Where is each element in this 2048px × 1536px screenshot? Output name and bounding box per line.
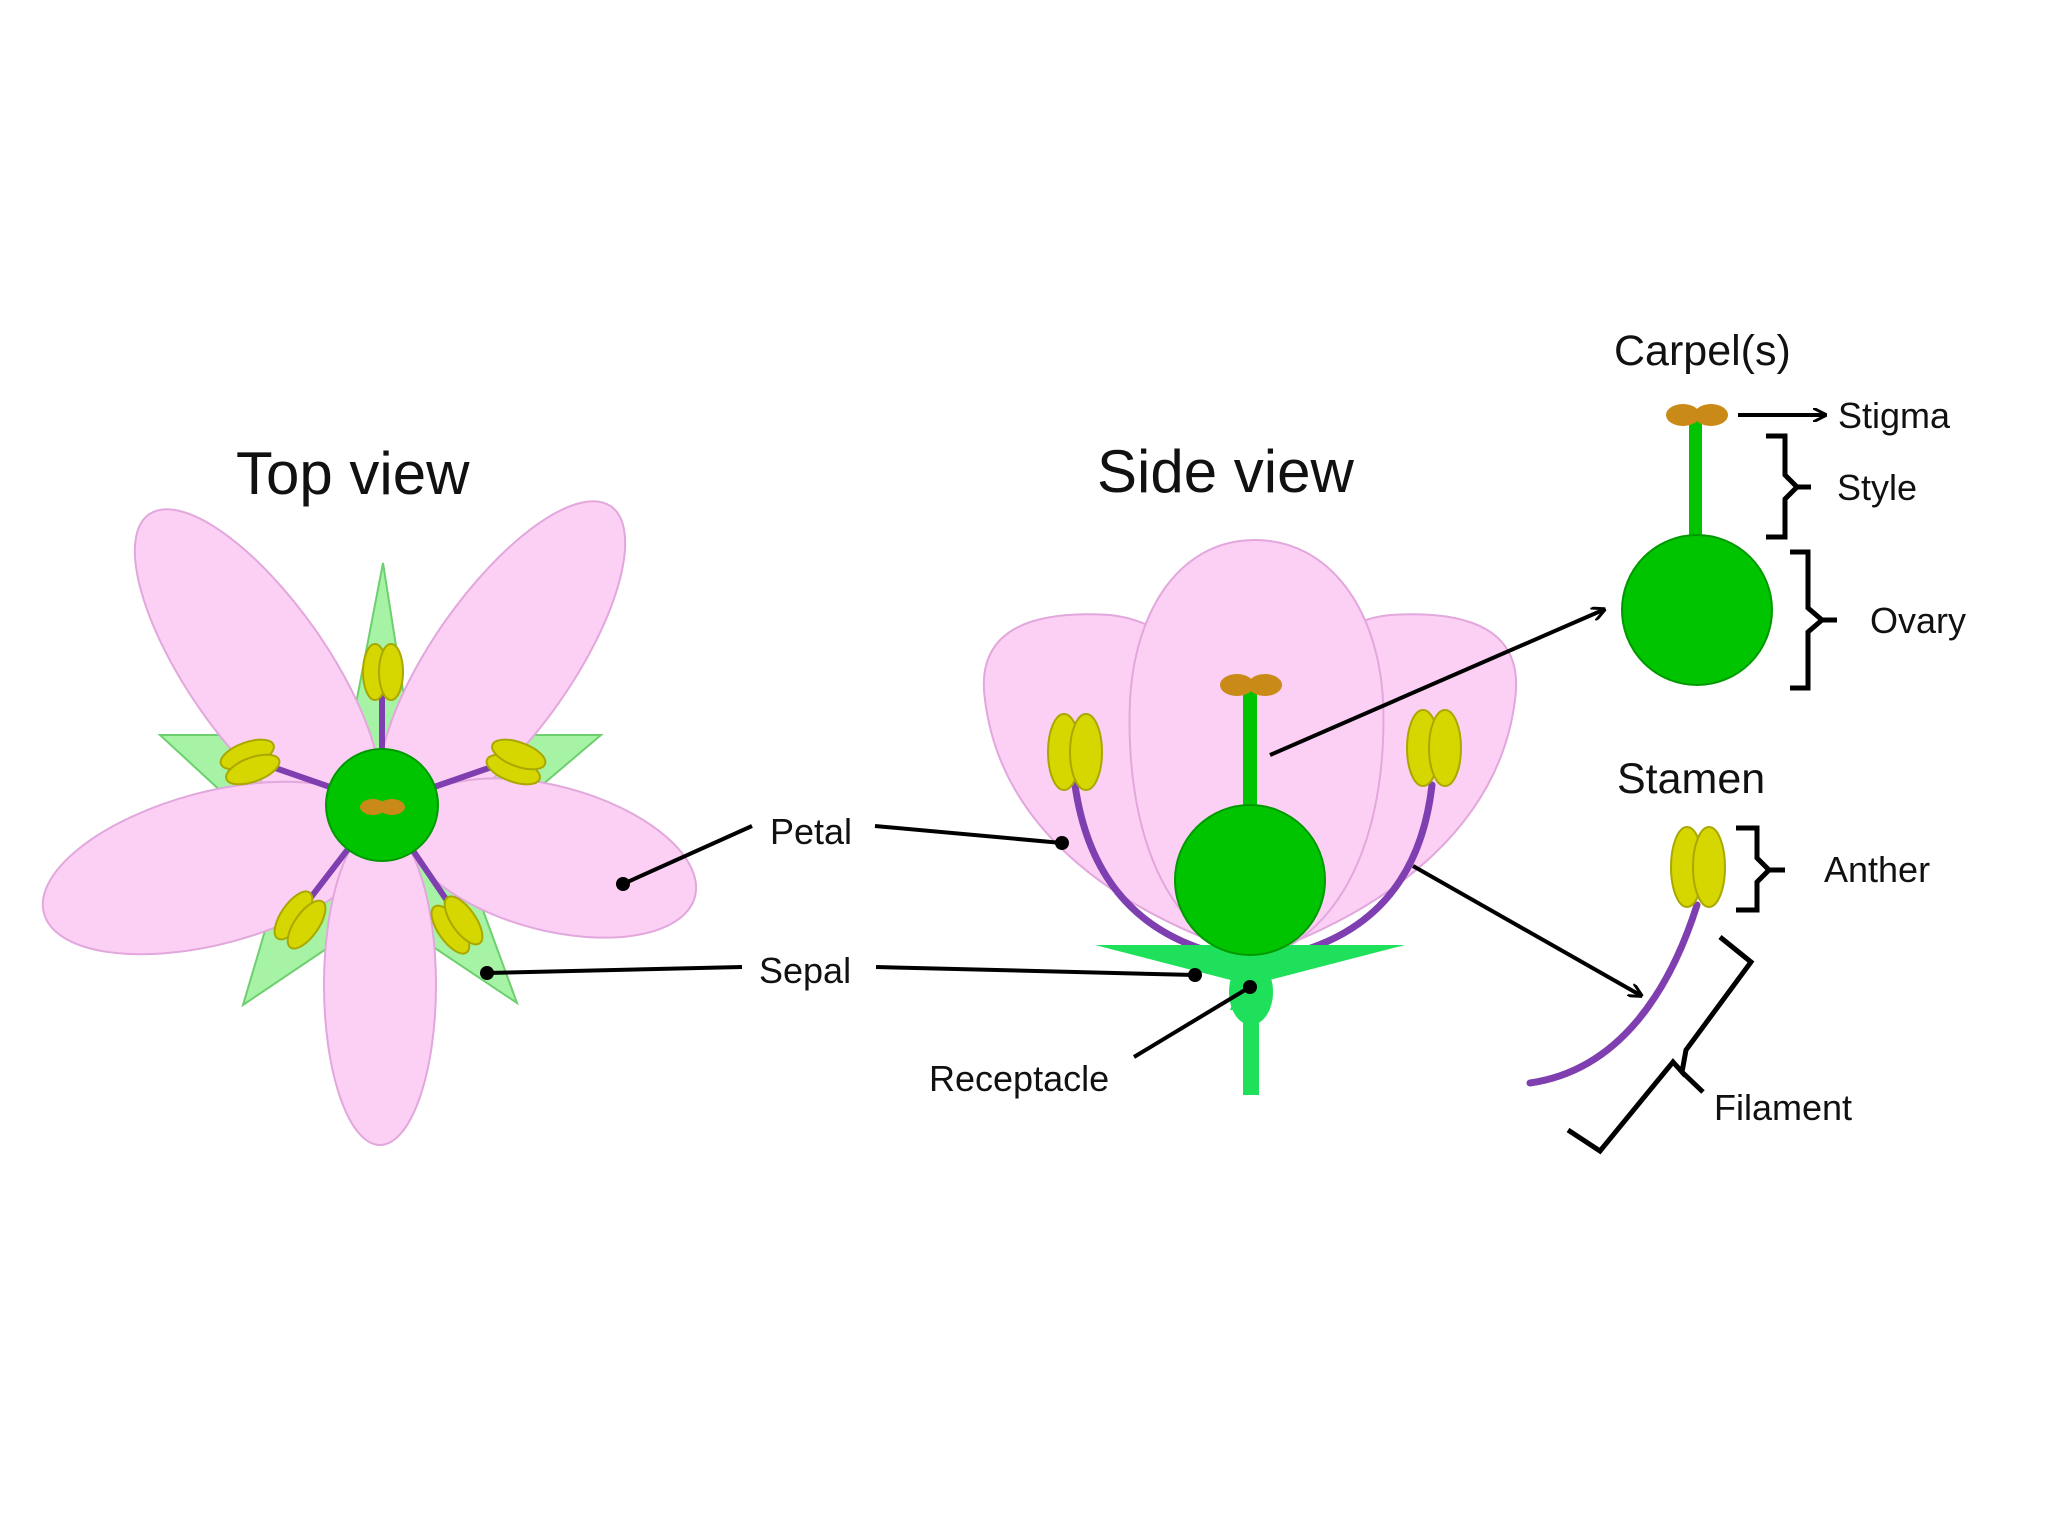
filament-label: Filament (1714, 1087, 1852, 1128)
top-view-title: Top view (236, 440, 470, 507)
side-view-flower (982, 538, 1518, 1095)
top-view-anther (219, 738, 281, 786)
top-view-anther (485, 738, 547, 786)
carpel-stigma (1694, 404, 1728, 426)
sepal-leader-left (486, 965, 743, 975)
petal-label: Petal (770, 811, 852, 852)
petal-leader-left (622, 824, 753, 886)
side-view-ovary (1174, 804, 1326, 956)
petal-leader-right (874, 824, 1063, 845)
stamen-detail (1526, 826, 1726, 1087)
side-view-stigma (1220, 674, 1254, 696)
carpel-ovary (1621, 534, 1773, 686)
side-view-stigma (1248, 674, 1282, 696)
top-view-stigma (360, 799, 386, 815)
receptacle-label: Receptacle (929, 1058, 1109, 1099)
side-view-stem (1243, 1005, 1259, 1095)
anther-label: Anther (1824, 849, 1930, 890)
style-label: Style (1837, 467, 1917, 508)
top-view-anther (430, 895, 484, 955)
side-view-anther (1047, 713, 1103, 791)
stigma-label: Stigma (1838, 395, 1951, 436)
top-view-anther (362, 643, 404, 701)
carpel-title: Carpel(s) (1614, 327, 1791, 375)
carpel-stigma (1666, 404, 1700, 426)
top-view-petal (323, 824, 437, 1146)
side-view-style (1243, 690, 1257, 830)
receptacle-leader (1132, 985, 1252, 1059)
stamen-title: Stamen (1617, 755, 1765, 803)
carpel-arrow (1269, 610, 1603, 757)
sepal-leader-right (875, 965, 1196, 977)
carpel-detail (1621, 404, 1773, 686)
leader-lines (486, 415, 1824, 1059)
stamen-anther (1670, 826, 1726, 908)
titles: Top view Side view Carpel(s) Stamen (236, 327, 1791, 803)
sepal-label: Sepal (759, 950, 851, 991)
style-brace (1766, 433, 1801, 540)
ovary-label: Ovary (1870, 600, 1966, 641)
top-view-stigma (379, 799, 405, 815)
side-view-anther (1406, 709, 1462, 787)
ovary-brace (1790, 549, 1826, 691)
top-view-anther (273, 890, 327, 950)
side-view-title: Side view (1097, 438, 1354, 505)
anther-brace (1736, 825, 1773, 913)
top-view-flower (41, 500, 698, 1146)
braces (1566, 433, 1837, 1155)
part-labels: Petal Sepal Receptacle Stigma Style Ovar… (759, 395, 1966, 1128)
stamen-arrow (1412, 864, 1640, 995)
carpel-style (1689, 418, 1702, 548)
stamen-filament (1526, 901, 1701, 1087)
